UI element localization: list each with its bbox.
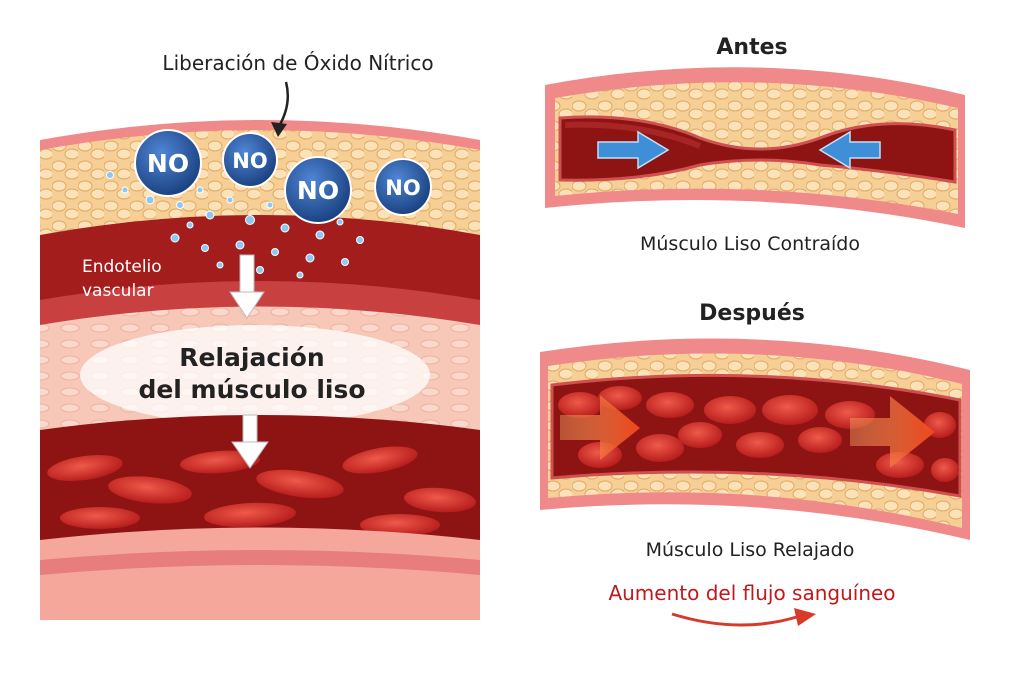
endothelium-label-line1: Endotelio [82, 257, 162, 277]
blood-flow-arrow [671, 612, 801, 627]
endothelium-label-line2: vascular [82, 281, 154, 301]
before-vessel [545, 67, 965, 228]
no-molecule-4: NO [374, 158, 432, 216]
left-blood-cells [47, 446, 476, 536]
down-arrow-1 [229, 254, 265, 319]
before-title: Antes [716, 35, 787, 60]
svg-text:NO: NO [385, 176, 420, 200]
relaxation-label-line2: del músculo liso [138, 375, 365, 404]
after-title: Después [699, 301, 805, 326]
no-molecule-2: NO [222, 132, 278, 188]
before-caption: Músculo Liso Contraído [640, 233, 860, 255]
inward-arrow-left [597, 130, 670, 170]
nitric-pointer-head [271, 122, 287, 137]
inward-arrow-right [818, 130, 881, 170]
relaxation-label-line1: Relajación [179, 343, 324, 372]
flow-arrow-right [850, 396, 935, 468]
blood-flow-arrow-head [794, 608, 816, 626]
after-blood-cells [558, 386, 959, 482]
blood-flow-label: Aumento del flujo sanguíneo [608, 581, 895, 605]
svg-text:NO: NO [232, 149, 267, 173]
flow-arrow-left [560, 395, 640, 460]
no-molecule-1: NO [134, 129, 202, 197]
svg-text:NO: NO [147, 149, 189, 178]
left-cross-section [40, 120, 480, 620]
down-arrow-2 [231, 414, 269, 469]
no-molecule-3: NO [284, 156, 352, 224]
after-caption: Músculo Liso Relajado [646, 539, 855, 561]
svg-text:NO: NO [297, 176, 339, 205]
nitric-oxide-label: Liberación de Óxido Nítrico [162, 51, 433, 75]
